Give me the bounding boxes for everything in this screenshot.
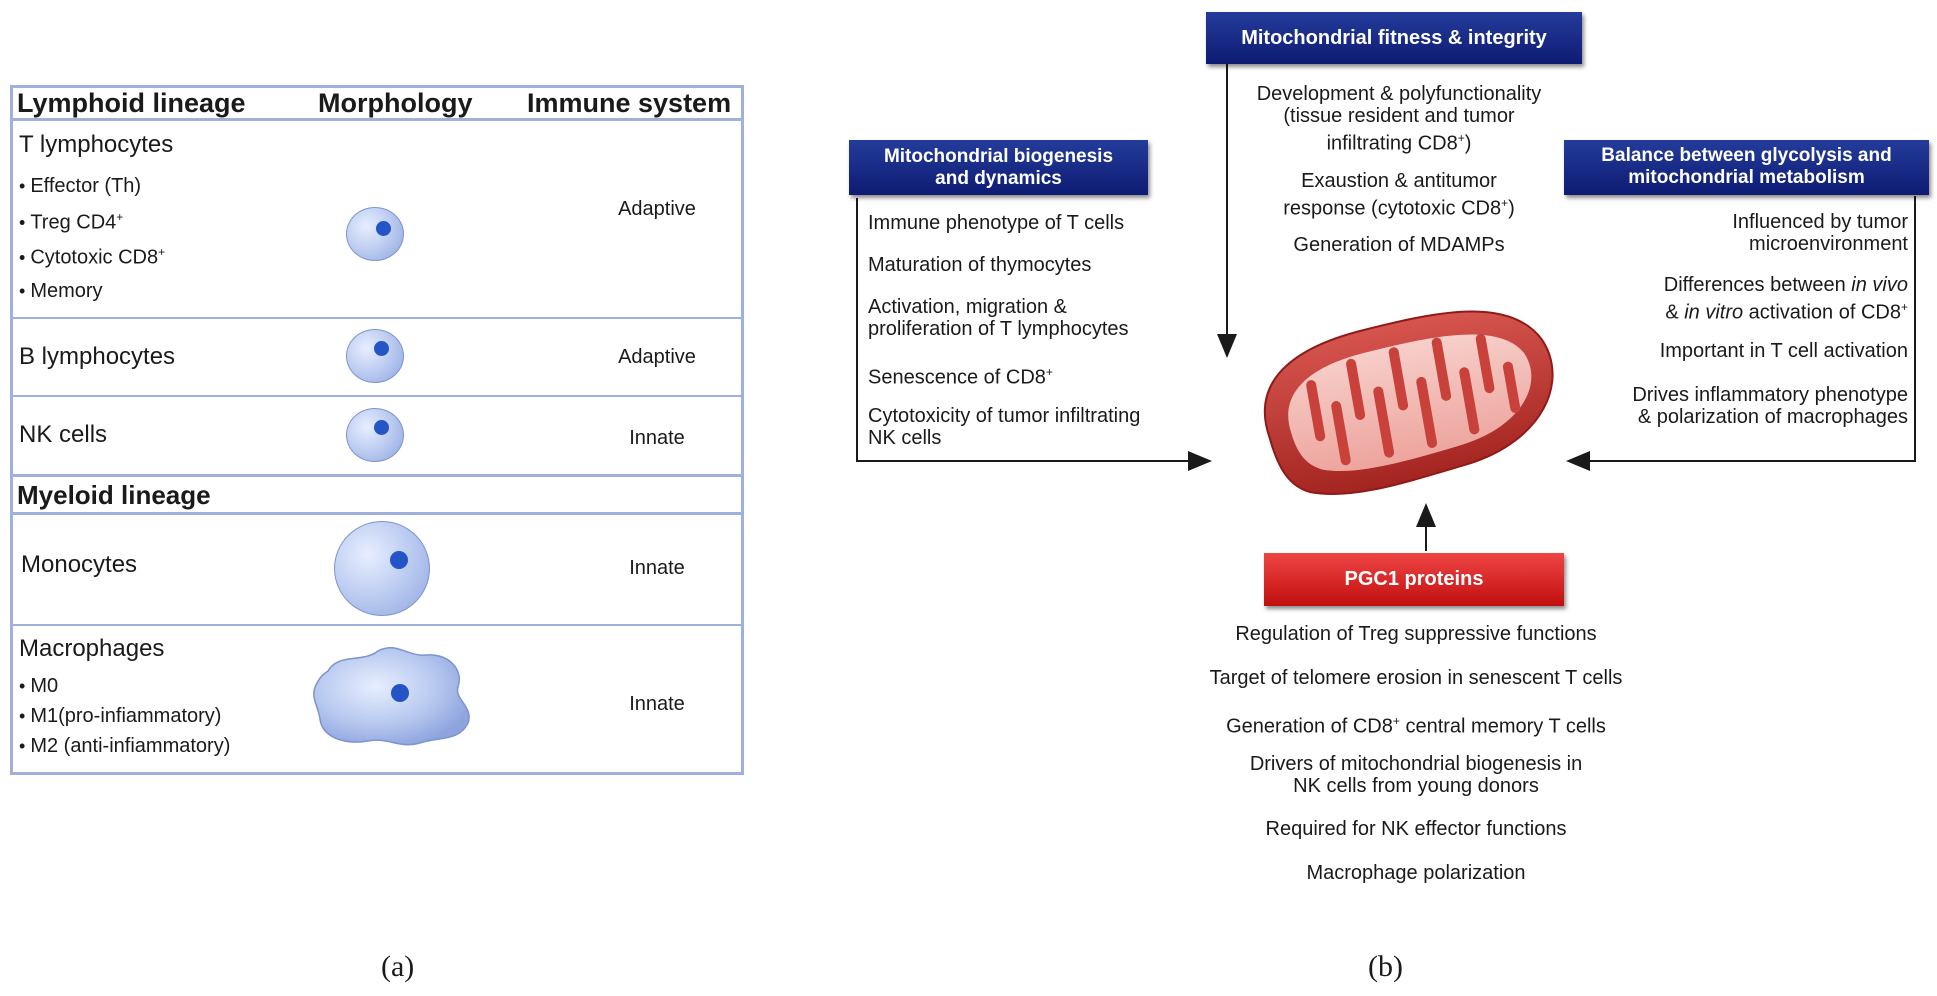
caption-b: (b) [1368, 950, 1403, 983]
mitochondrial-fitness-box: Mitochondrial fitness & integrity [1206, 12, 1582, 64]
header-myeloid-lineage: Myeloid lineage [17, 480, 211, 510]
arrow-left [856, 198, 1212, 471]
row-divider [13, 512, 741, 515]
nucleus-icon [376, 221, 391, 236]
bottom-item: Target of telomere erosion in senescent … [1209, 667, 1623, 689]
row-b-lymphocytes: B lymphocytes [19, 343, 176, 370]
row-monocytes: Monocytes [21, 551, 138, 578]
subtype-item: • M1(pro-infiammatory) [19, 705, 222, 727]
nucleus-icon [391, 684, 409, 702]
top-item: Exaustion & antitumor response (cytotoxi… [1283, 170, 1515, 220]
immune-type: Innate [629, 693, 685, 715]
header-morphology: Morphology [318, 88, 473, 118]
left-item: Immune phenotype of T cells [868, 212, 1125, 234]
bottom-item: Required for NK effector functions [1265, 818, 1567, 840]
subtype-item: • M0 [19, 675, 59, 697]
immune-cells-table: Lymphoid lineage Morphology Immune syste… [10, 85, 744, 775]
row-divider [13, 624, 741, 626]
subtype-item: • Effector (Th) [19, 175, 142, 197]
macrophage-cell-icon [313, 646, 470, 746]
immune-type: Adaptive [618, 346, 696, 368]
immune-type: Innate [629, 557, 685, 579]
header-divider [13, 118, 741, 121]
header-immune-system: Immune system [527, 88, 732, 118]
left-item: Maturation of thymocytes [868, 254, 1092, 276]
arrow-right [1566, 196, 1916, 471]
bottom-item: Generation of CD8+ central memory T cell… [1226, 714, 1606, 738]
t-lymphocyte-cell-icon [346, 207, 404, 261]
subtype-item: • Treg CD4+ [19, 210, 124, 234]
nucleus-icon [374, 341, 389, 356]
bottom-item: Macrophage polarization [1306, 862, 1526, 884]
row-macrophages: Macrophages [19, 635, 165, 662]
nk-cell-icon [346, 408, 404, 462]
immune-type: Innate [629, 427, 685, 449]
monocyte-cell-icon [334, 521, 430, 616]
right-item: Differences between in vivo & in vitro a… [1663, 274, 1908, 324]
bottom-item: Regulation of Treg suppressive functions [1235, 623, 1597, 645]
left-item: Activation, migration &proliferation of … [868, 296, 1129, 340]
subtype-item: • M2 (anti-infiammatory) [19, 735, 231, 757]
caption-a: (a) [381, 950, 415, 983]
pgc1-proteins-box: PGC1 proteins [1264, 553, 1564, 606]
subtype-item: • Memory [19, 280, 103, 302]
nucleus-icon [374, 420, 389, 435]
row-divider [13, 474, 741, 477]
immune-type: Adaptive [618, 198, 696, 220]
right-item: Important in T cell activation [1659, 340, 1908, 362]
right-item: Drives inflammatory phenotype& polarizat… [1632, 384, 1908, 428]
b-lymphocyte-cell-icon [346, 329, 404, 383]
nucleus-icon [390, 551, 408, 569]
row-nk-cells: NK cells [19, 421, 108, 448]
top-item: Generation of MDAMPs [1293, 234, 1505, 256]
subtype-item: • Cytotoxic CD8+ [19, 245, 166, 269]
left-item: Senescence of CD8+ [868, 365, 1053, 389]
mitochondrion-icon [1263, 310, 1554, 495]
row-divider [13, 317, 741, 319]
row-t-lymphocytes: T lymphocytes [19, 131, 174, 158]
top-item: Development & polyfunctionality (tissue … [1256, 83, 1542, 155]
row-divider [13, 395, 741, 397]
header-lineage: Lymphoid lineage [17, 88, 246, 118]
